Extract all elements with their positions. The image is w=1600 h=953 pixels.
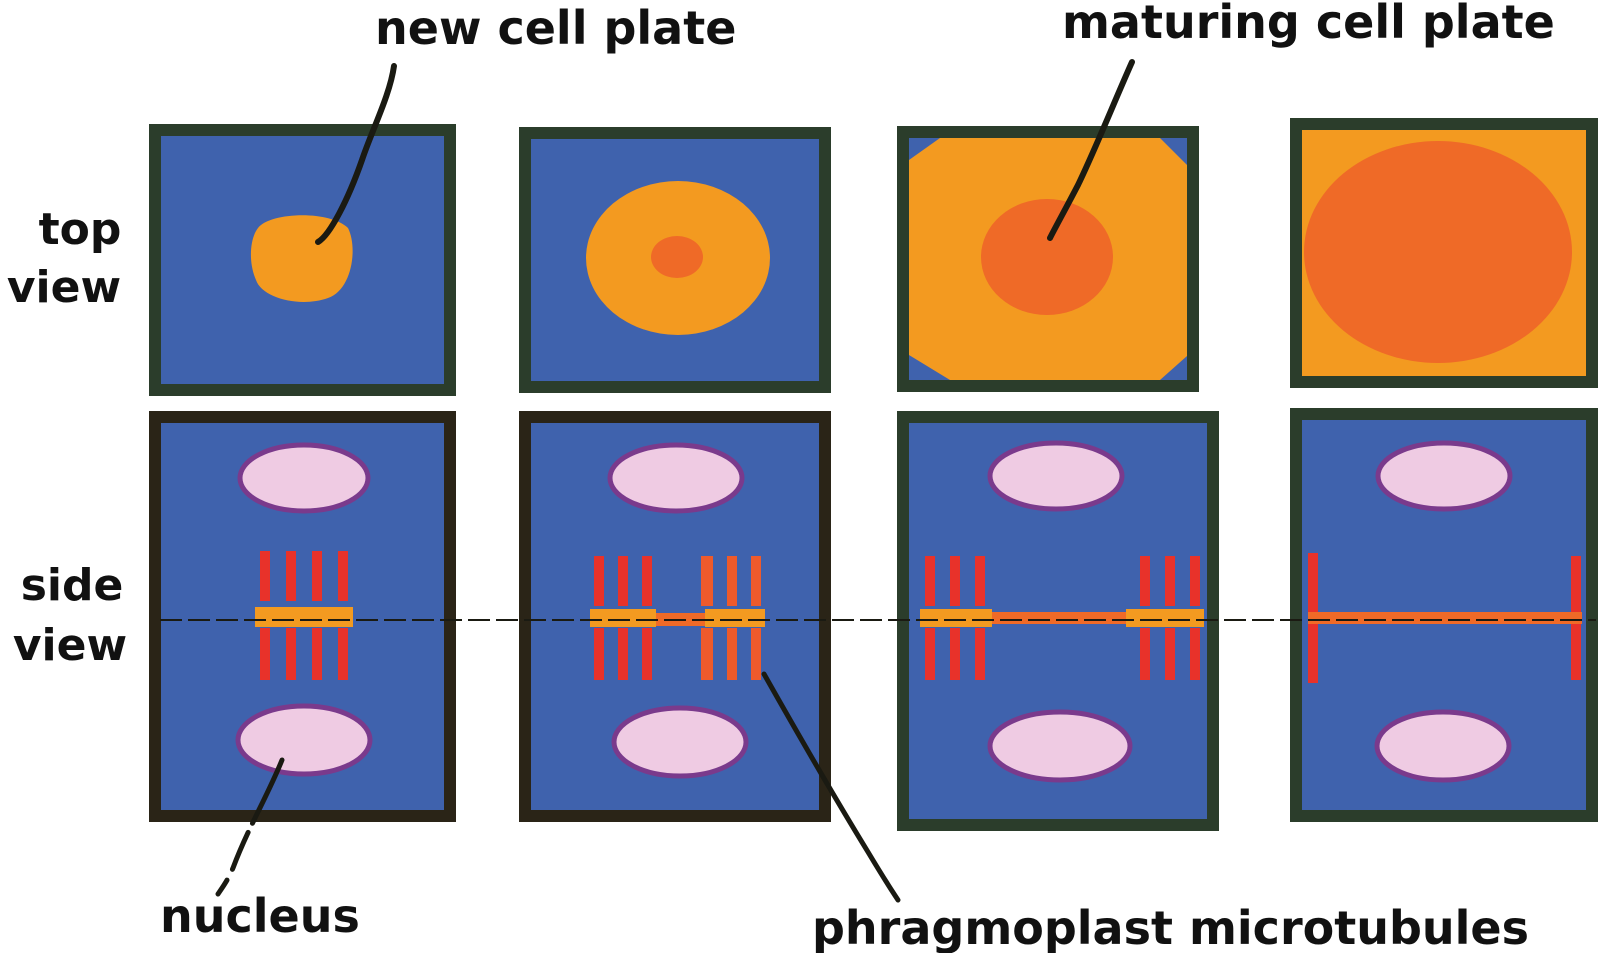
top-view-stage-3 xyxy=(897,126,1199,392)
label-maturing-cell-plate: maturing cell plate xyxy=(1062,0,1555,49)
top-view-label: top view xyxy=(7,204,122,313)
side-view-label-line1: side xyxy=(21,560,124,611)
young-plate-side-3-right xyxy=(1126,609,1204,627)
leader-nucleus xyxy=(215,757,285,897)
mature-cell-plate-4 xyxy=(1304,141,1572,363)
nucleus-upper-1 xyxy=(237,442,371,514)
leader-maturing-cell-plate xyxy=(1047,59,1135,241)
cell-top-1 xyxy=(149,124,456,396)
nucleus-lower-1 xyxy=(235,703,373,777)
mature-plate-center-3 xyxy=(981,199,1113,315)
top-view-stage-2 xyxy=(519,127,831,393)
new-cell-plate-1 xyxy=(250,215,353,302)
label-phragmoplast-microtubules: phragmoplast microtubules xyxy=(812,901,1529,953)
side-view-label-line2: view xyxy=(13,620,127,671)
label-new-cell-plate: new cell plate xyxy=(375,1,736,55)
cell-plate-side-1 xyxy=(255,607,353,627)
mature-plate-side-4 xyxy=(1308,612,1582,624)
nucleus-lower-2 xyxy=(611,705,749,779)
nucleus-upper-2 xyxy=(607,442,745,514)
side-view-stage-4 xyxy=(1290,408,1598,822)
nucleus-lower-4 xyxy=(1374,709,1512,783)
nucleus-lower-3 xyxy=(987,709,1133,783)
side-view-stage-1 xyxy=(149,411,456,822)
top-view-label-line2: view xyxy=(7,262,121,313)
leader-new-cell-plate xyxy=(315,63,397,245)
young-plate-side-2-right xyxy=(705,609,765,627)
nucleus-upper-3 xyxy=(987,440,1125,512)
side-view-label: side view xyxy=(13,560,127,671)
phragmoplast-microtubules-3 xyxy=(925,556,1200,680)
young-plate-side-3-left xyxy=(920,609,992,627)
phragmoplast-microtubules-2-left xyxy=(594,556,652,680)
mature-plate-side-3 xyxy=(980,612,1130,624)
top-view-stage-1 xyxy=(149,124,456,396)
mature-plate-center-2 xyxy=(651,236,703,278)
phragmoplast-microtubules-2-right xyxy=(701,556,761,680)
phragmoplast-microtubules-1 xyxy=(260,551,348,680)
label-nucleus: nucleus xyxy=(160,889,360,943)
nucleus-upper-4 xyxy=(1375,440,1513,512)
top-view-stage-4 xyxy=(1290,118,1598,388)
leader-phragmoplast xyxy=(761,671,901,903)
side-view-stage-2 xyxy=(519,411,831,822)
young-plate-side-2-left xyxy=(590,609,656,627)
top-view-label-line1: top xyxy=(39,204,122,255)
